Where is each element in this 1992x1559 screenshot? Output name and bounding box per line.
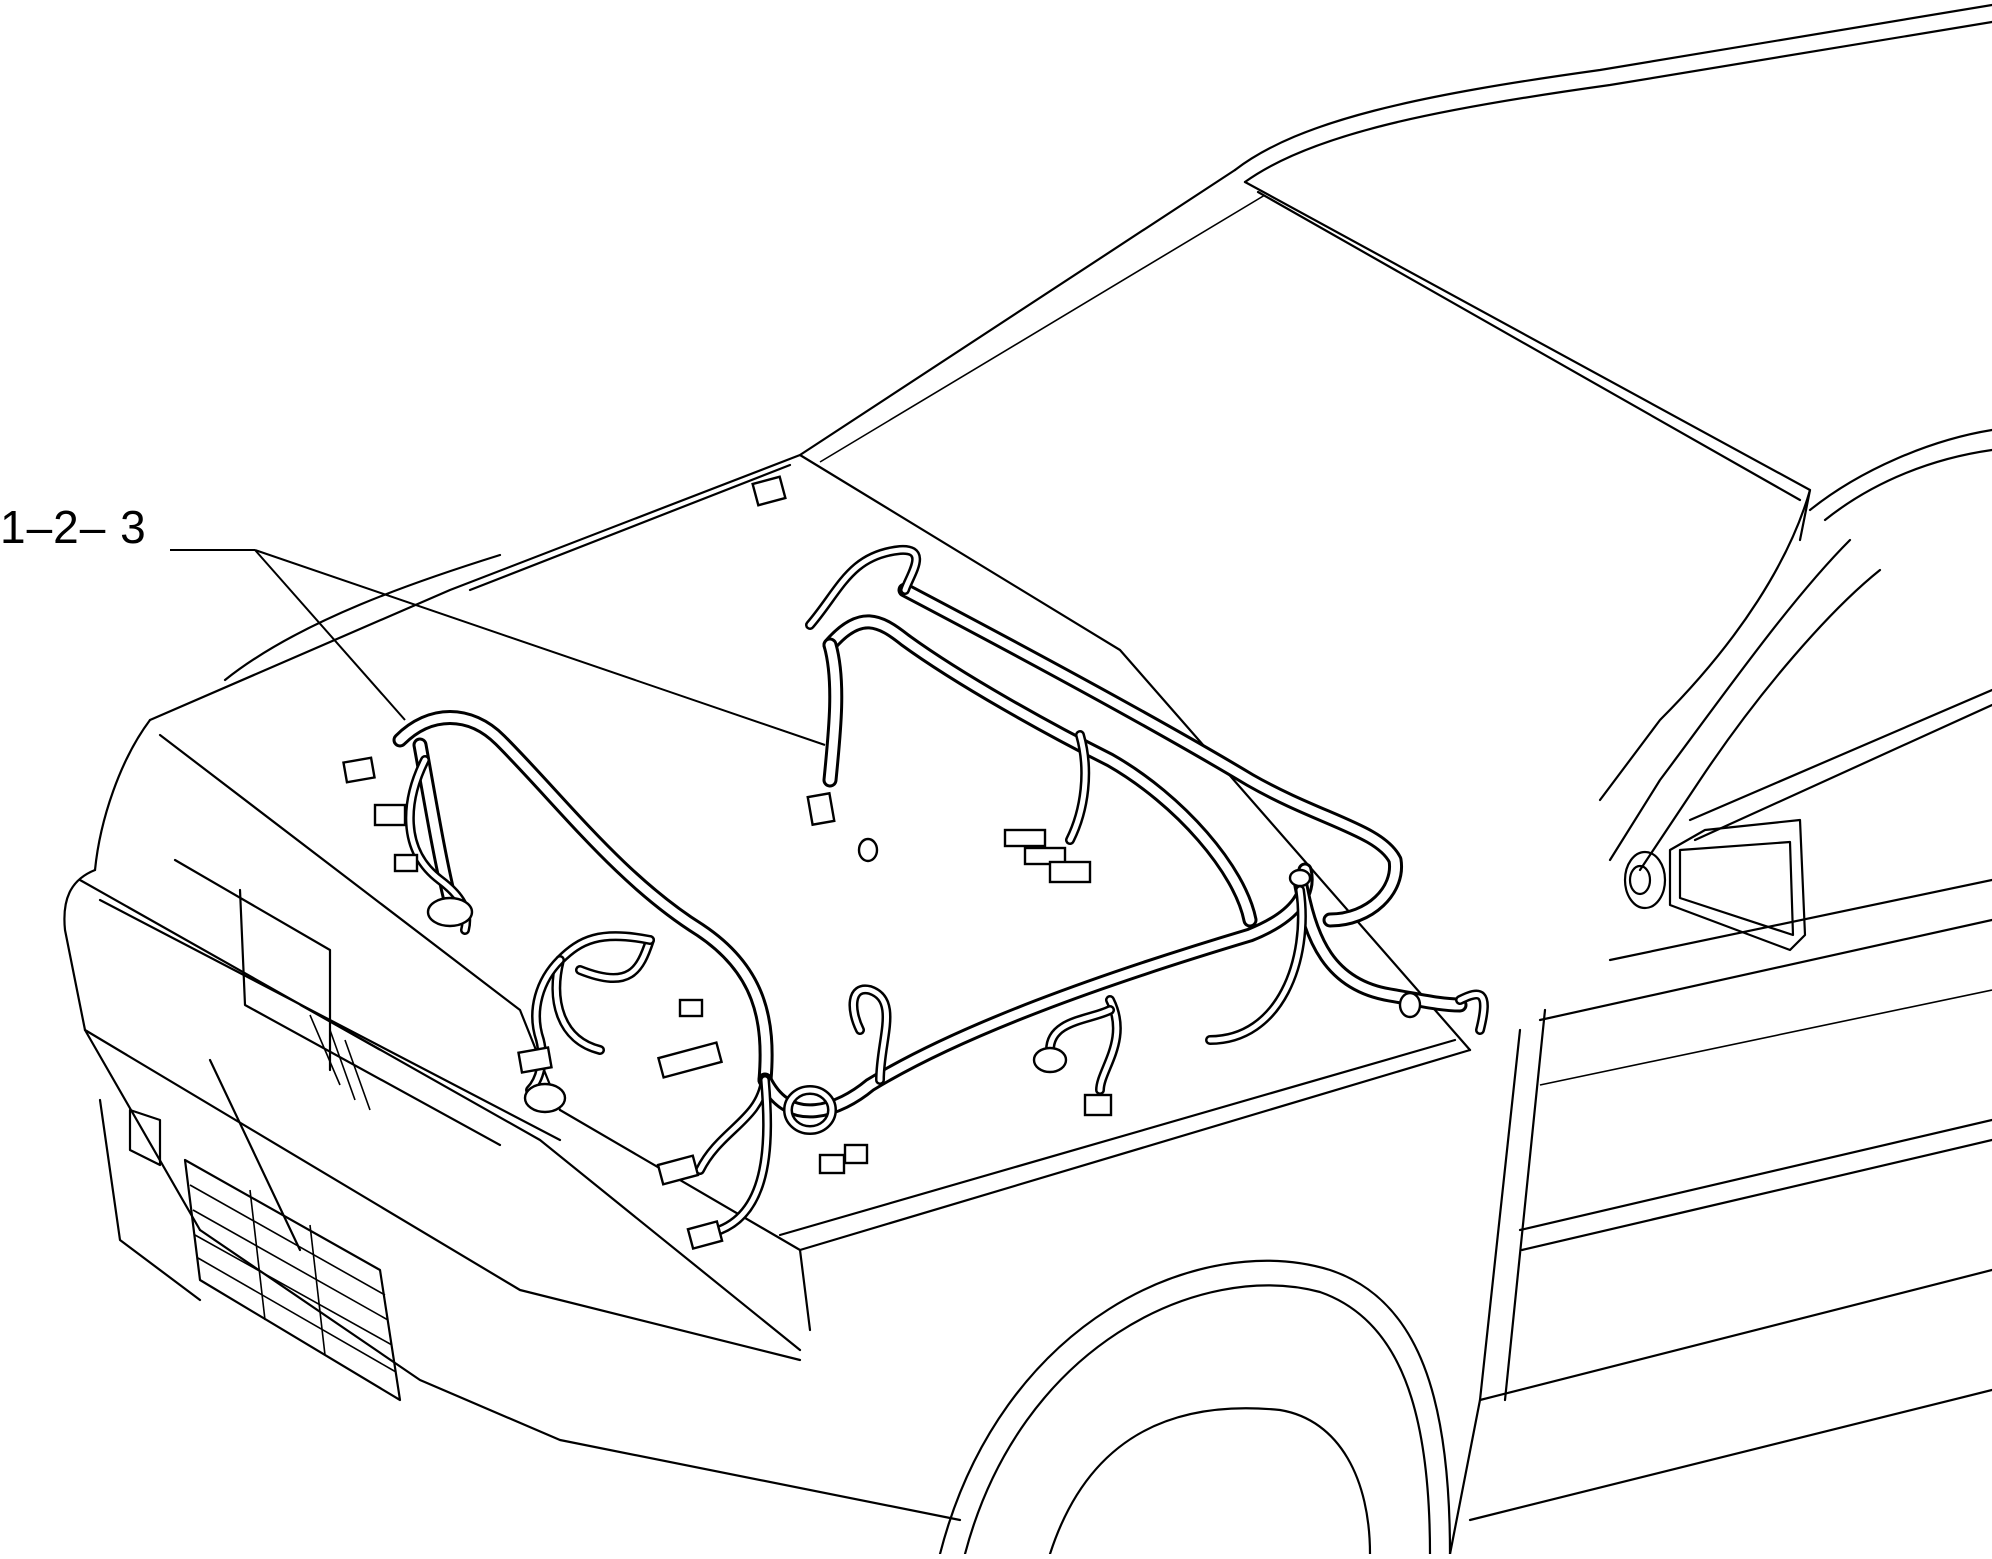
car-body bbox=[63, 3, 1992, 1556]
callout-leader bbox=[170, 549, 826, 746]
engine-wiring-harness bbox=[342, 475, 1489, 1251]
front-wheel bbox=[938, 1259, 1452, 1556]
side-mirror bbox=[1623, 818, 1807, 952]
front-grille bbox=[183, 1158, 402, 1402]
callout-label-part-numbers: 1–2– 3 bbox=[0, 501, 147, 553]
